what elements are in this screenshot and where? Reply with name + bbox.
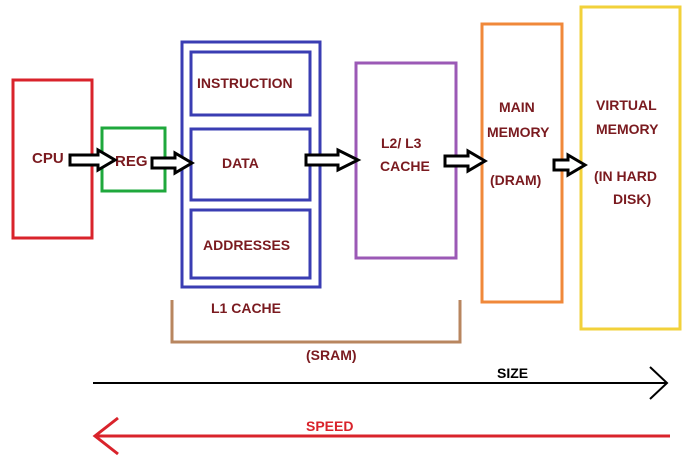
speed-label: SPEED xyxy=(306,418,353,434)
l2l3-label-line2: CACHE xyxy=(380,158,430,174)
block-arrow-main-virtual xyxy=(552,152,588,178)
l1-addresses-label: ADDRESSES xyxy=(203,237,290,253)
l1-instruction-label: INSTRUCTION xyxy=(197,75,293,91)
main-memory-box xyxy=(480,22,564,304)
virtual-memory-line2: MEMORY xyxy=(596,121,659,137)
cpu-label: CPU xyxy=(32,150,64,167)
l1-addresses-box xyxy=(189,208,312,280)
l1-instruction-box xyxy=(189,50,312,117)
block-arrow-cpu-reg xyxy=(68,147,118,173)
virtual-memory-line1: VIRTUAL xyxy=(596,97,657,113)
speed-arrow-head xyxy=(92,416,119,456)
main-memory-line3: (DRAM) xyxy=(490,172,541,188)
l2l3-label-line1: L2/ L3 xyxy=(381,135,422,151)
sram-label: (SRAM) xyxy=(306,347,357,363)
main-memory-line2: MEMORY xyxy=(487,124,550,140)
block-arrow-l2l3-main xyxy=(443,148,488,174)
sram-brace xyxy=(170,300,462,344)
reg-label: REG xyxy=(115,153,148,170)
virtual-memory-line4: DISK) xyxy=(613,191,651,207)
block-arrow-reg-l1 xyxy=(150,150,195,176)
virtual-memory-line3: (IN HARD xyxy=(594,168,657,184)
l1-cache-caption: L1 CACHE xyxy=(211,300,281,316)
size-arrow-head xyxy=(649,366,669,400)
size-label: SIZE xyxy=(497,365,528,381)
block-arrow-l1-l2l3 xyxy=(304,147,362,173)
l1-data-label: DATA xyxy=(222,155,259,171)
main-memory-line1: MAIN xyxy=(499,99,535,115)
